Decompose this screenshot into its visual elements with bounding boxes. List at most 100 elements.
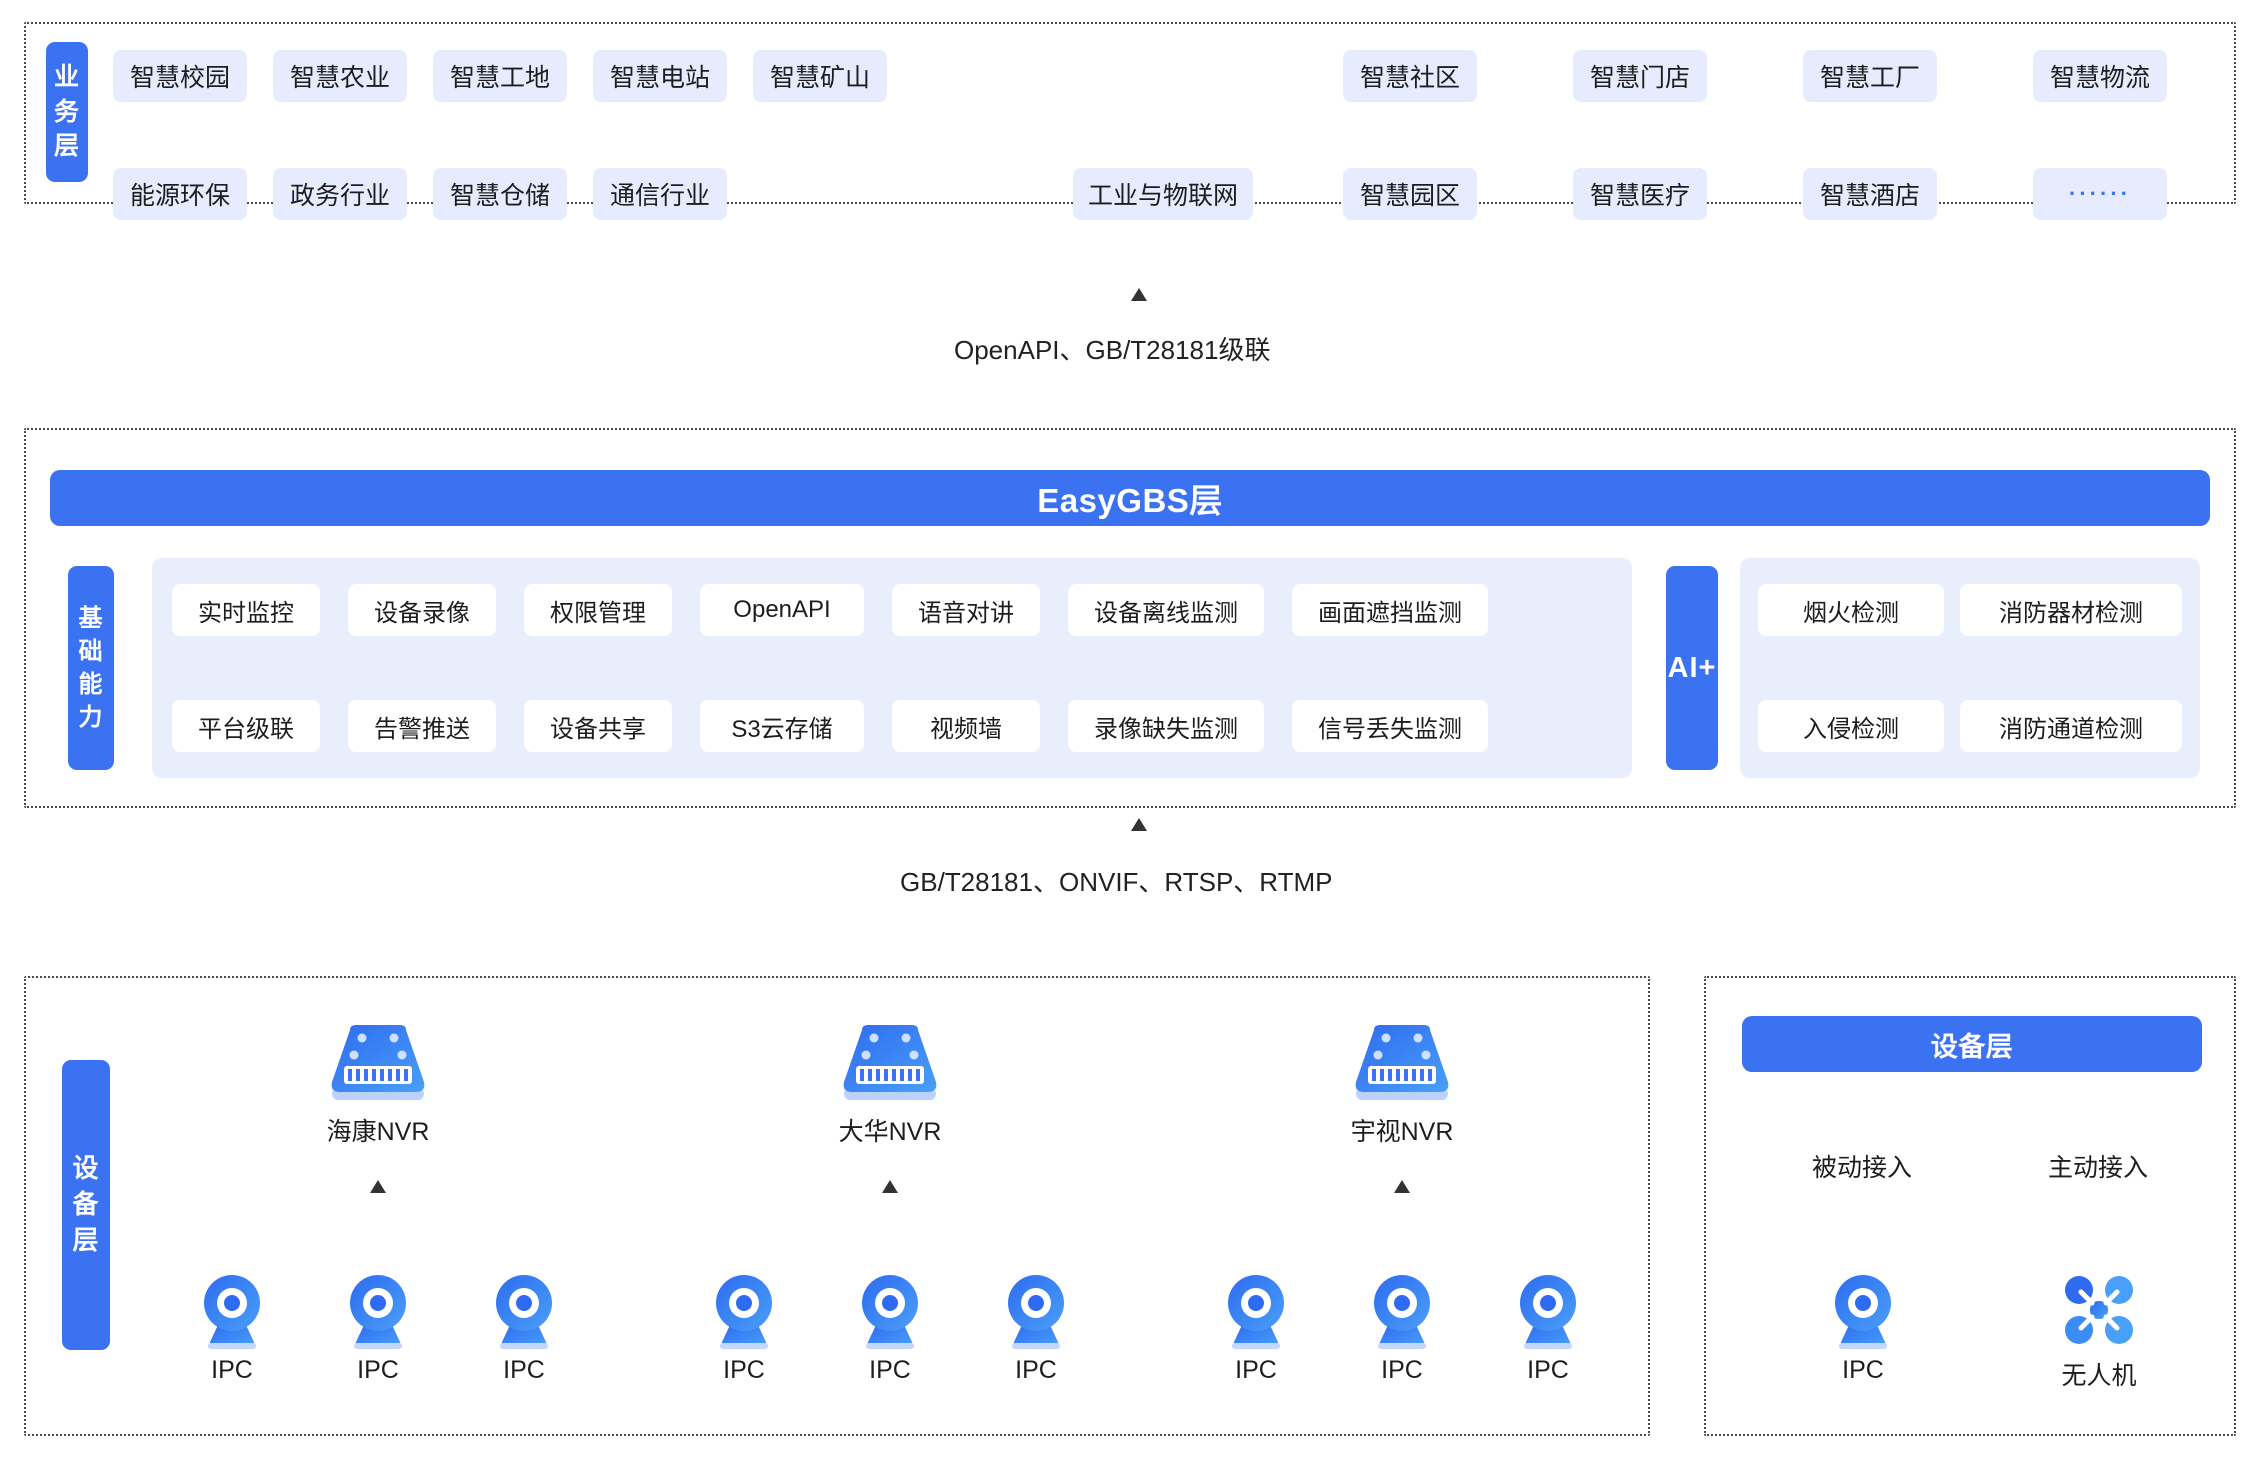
business-chip-label: 能源环保	[129, 182, 230, 210]
business-chip[interactable]: 智慧农业	[273, 50, 407, 102]
capability-chip[interactable]: 语音对讲	[892, 584, 1040, 636]
capability-chip[interactable]: 平台级联	[172, 700, 320, 752]
ai-plus-label: AI+	[1667, 651, 1717, 684]
business-chip[interactable]: 能源环保	[113, 168, 247, 220]
business-chip[interactable]: 智慧物流	[2033, 50, 2167, 102]
camera-label: IPC	[723, 1356, 765, 1384]
ai-capability-chip[interactable]: 消防通道检测	[1960, 700, 2182, 752]
capability-chip[interactable]: 录像缺失监测	[1068, 700, 1264, 752]
ai-capability-chip[interactable]: 入侵检测	[1758, 700, 1944, 752]
camera-tree-line	[0, 920, 2, 936]
connector-label-device: GB/T28181、ONVIF、RTSP、RTMP	[890, 862, 1343, 899]
business-chip-label: 政务行业	[289, 182, 390, 210]
camera-icon	[1835, 1275, 1891, 1349]
basic-capability-tab-char-3: 力	[78, 704, 104, 732]
camera-tree-line	[0, 1062, 2, 1124]
business-chip-label: 智慧电站	[609, 64, 710, 92]
camera-icon	[716, 1275, 772, 1349]
camera-tree-line	[0, 1124, 2, 1140]
capability-chip-label: 权限管理	[550, 599, 646, 627]
connector-arrow-up-business	[1131, 288, 1147, 301]
camera-icon-wrap	[1216, 1270, 1296, 1350]
business-chip[interactable]: 智慧电站	[593, 50, 727, 102]
capability-chip[interactable]: 权限管理	[524, 584, 672, 636]
device-layer-right-title-bar: 设备层	[1742, 1016, 2202, 1072]
capability-chip[interactable]: 信号丢失监测	[1292, 700, 1488, 752]
ai-capability-chip[interactable]: 烟火检测	[1758, 584, 1944, 636]
capability-chip-label: 设备离线监测	[1094, 599, 1238, 627]
connector-line	[0, 536, 2, 626]
camera-icon	[350, 1275, 406, 1349]
camera-icon-wrap	[850, 1270, 930, 1350]
business-chip-label: 智慧门店	[1589, 64, 1690, 92]
capability-chip-label: 信号丢失监测	[1318, 715, 1462, 743]
device-layer-tab-char-1: 备	[72, 1189, 100, 1220]
business-chip[interactable]: 智慧园区	[1343, 168, 1477, 220]
camera-icon-wrap	[1362, 1270, 1442, 1350]
capability-chip-label: 视频墙	[930, 715, 1002, 743]
nvr-label: 海康NVR	[326, 1118, 430, 1146]
basic-capability-tab-char-0: 基	[78, 604, 104, 632]
capability-chip[interactable]: OpenAPI	[700, 584, 864, 636]
connector-line	[0, 322, 2, 354]
capability-chip[interactable]: S3云存储	[700, 700, 864, 752]
business-chip-more[interactable]: ······	[2033, 168, 2167, 220]
camera-icon	[204, 1275, 260, 1349]
basic-capability-tab-char-2: 能	[78, 671, 104, 698]
camera-tree-line	[0, 1266, 2, 1328]
business-chip[interactable]: 工业与物联网	[1073, 168, 1253, 220]
capability-chip-label: 录像缺失监测	[1094, 715, 1238, 743]
ai-capability-chip[interactable]: 消防器材检测	[1960, 584, 2182, 636]
business-chip[interactable]: 通信行业	[593, 168, 727, 220]
capability-chip[interactable]: 设备离线监测	[1068, 584, 1264, 636]
camera-tree-line	[0, 716, 2, 732]
device-label: 无人机	[2061, 1362, 2137, 1390]
easygbs-layer-title: EasyGBS层	[1037, 482, 1223, 519]
business-chip-label: 智慧物流	[2049, 64, 2150, 92]
camera-tree-line	[0, 796, 2, 858]
nvr-label: 大华NVR	[838, 1118, 942, 1146]
capability-chip[interactable]: 视频墙	[892, 700, 1040, 752]
camera-icon-wrap	[484, 1270, 564, 1350]
easygbs-layer-bar: EasyGBS层	[50, 470, 2210, 526]
capability-chip-label: 实时监控	[198, 599, 294, 627]
connector-line	[0, 356, 2, 446]
business-layer-tab-char-1: 务	[53, 97, 80, 126]
camera-icon-wrap	[192, 1270, 272, 1350]
business-chip[interactable]: 智慧校园	[113, 50, 247, 102]
camera-icon-wrap	[1823, 1270, 1903, 1350]
camera-icon	[1520, 1275, 1576, 1349]
drone-icon	[2065, 1276, 2133, 1344]
camera-tree-arrow	[1394, 1180, 1410, 1193]
business-chip-label: 智慧矿山	[769, 64, 870, 92]
business-chip-label: 工业与物联网	[1087, 182, 1238, 210]
camera-label: IPC	[1015, 1356, 1057, 1384]
business-chip[interactable]: 智慧工厂	[1803, 50, 1937, 102]
business-chip[interactable]: 智慧医疗	[1573, 168, 1707, 220]
connector-line	[0, 292, 2, 322]
business-chip[interactable]: 智慧门店	[1573, 50, 1707, 102]
connector-line	[0, 132, 2, 212]
camera-label: IPC	[503, 1356, 545, 1384]
branch-line	[0, 1452, 2, 1460]
capability-chip[interactable]: 设备共享	[524, 700, 672, 752]
business-chip[interactable]: 智慧仓储	[433, 168, 567, 220]
capability-chip[interactable]: 实时监控	[172, 584, 320, 636]
business-chip[interactable]: 政务行业	[273, 168, 407, 220]
device-layer-tab: 设 备 层	[62, 1060, 110, 1350]
camera-tree-arrow	[882, 1180, 898, 1193]
capability-chip[interactable]: 设备录像	[348, 584, 496, 636]
basic-capability-tab: 基 础 能 力	[68, 566, 114, 770]
business-chip[interactable]: 智慧酒店	[1803, 168, 1937, 220]
capability-chip[interactable]: 告警推送	[348, 700, 496, 752]
capability-chip[interactable]: 画面遮挡监测	[1292, 584, 1488, 636]
business-chip[interactable]: 智慧工地	[433, 50, 567, 102]
nvr-icon-wrap	[1344, 1022, 1460, 1106]
business-chip[interactable]: 智慧矿山	[753, 50, 887, 102]
nvr-icon-wrap	[320, 1022, 436, 1106]
camera-label: IPC	[357, 1356, 399, 1384]
connector-bus	[0, 354, 1722, 356]
business-chip[interactable]: 智慧社区	[1343, 50, 1477, 102]
connector-line	[0, 212, 2, 292]
